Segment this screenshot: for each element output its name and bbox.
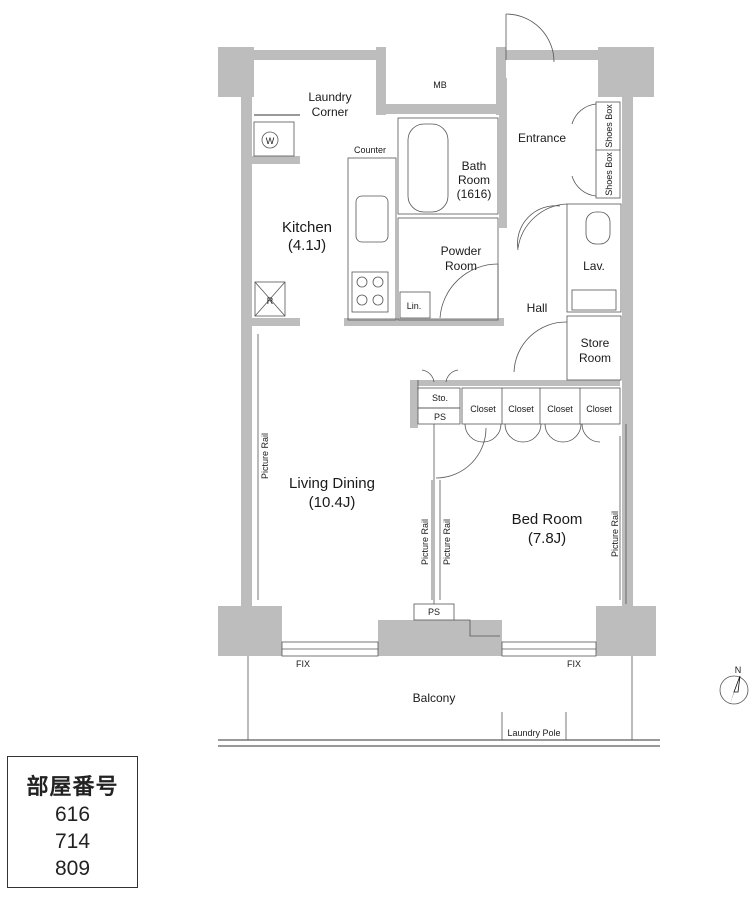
entrance-label: Entrance — [518, 131, 566, 145]
picture-rail-bed-left: Picture Rail — [442, 519, 452, 565]
kitchen-label: Kitchen — [282, 219, 332, 236]
living-dining-label: Living Dining — [289, 475, 375, 492]
shoes-box-label-1: Shoes Box — [604, 104, 614, 148]
kitchen-size: (4.1J) — [288, 237, 326, 254]
room-number-1: 616 — [54, 803, 91, 826]
lav-label: Lav. — [583, 259, 605, 273]
room-number-title: 部屋番号 — [26, 775, 119, 800]
powder-room-label-2: Room — [445, 259, 477, 273]
laundry-corner-label: Laundry — [308, 90, 351, 104]
store-room-label: Store — [581, 336, 610, 350]
bed-room-size: (7.8J) — [528, 530, 566, 547]
picture-rail-bed-right: Picture Rail — [610, 511, 620, 557]
room-number-box: 部屋番号 616 714 809 — [7, 756, 138, 888]
counter-label: Counter — [354, 145, 386, 155]
north-compass: N — [719, 665, 749, 705]
closet-label-4: Closet — [586, 404, 612, 414]
bed-room-label: Bed Room — [512, 511, 583, 528]
picture-rail-living-left: Picture Rail — [260, 433, 270, 479]
ps-label-lower: PS — [428, 607, 440, 617]
closet-label-3: Closet — [547, 404, 573, 414]
balcony-label: Balcony — [413, 691, 456, 705]
room-number-2: 714 — [54, 830, 91, 853]
laundry-corner-label-2: Corner — [312, 105, 349, 119]
washer-label: W — [266, 136, 275, 146]
picture-rail-living-right: Picture Rail — [420, 519, 430, 565]
ps-label-upper: PS — [434, 412, 446, 422]
living-dining-size: (10.4J) — [309, 494, 356, 511]
bath-room-label: Bath — [462, 159, 487, 173]
room-labels: Laundry Corner W MB Entrance Shoes Box S… — [260, 80, 620, 738]
storage-label: Sto. — [432, 393, 448, 403]
closet-label-2: Closet — [508, 404, 534, 414]
windows-balcony — [218, 641, 660, 747]
bath-room-label-2: Room — [458, 173, 490, 187]
walls — [218, 47, 656, 656]
partitions — [253, 13, 627, 637]
shoes-box-label-2: Shoes Box — [604, 152, 614, 196]
powder-room-label: Powder — [441, 244, 482, 258]
hall-label: Hall — [527, 301, 548, 315]
closet-label-1: Closet — [470, 404, 496, 414]
laundry-pole-label: Laundry Pole — [507, 728, 560, 738]
store-room-label-2: Room — [579, 351, 611, 365]
fix-label-right: FIX — [567, 659, 581, 669]
refrigerator-label: R — [267, 296, 274, 306]
fix-label-left: FIX — [296, 659, 310, 669]
mb-label: MB — [433, 80, 447, 90]
room-number-3: 809 — [54, 857, 91, 880]
linen-label: Lin. — [407, 301, 422, 311]
north-icon: N — [735, 665, 742, 675]
bath-room-size: (1616) — [457, 187, 492, 201]
